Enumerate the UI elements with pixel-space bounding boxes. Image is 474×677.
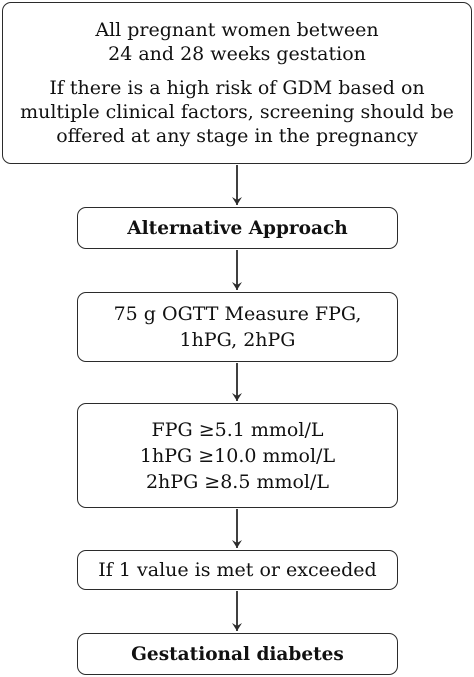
threshold-1hpg: 1hPG ≥10.0 mmol/L [139, 444, 336, 467]
diagnosis-label: Gestational diabetes [131, 643, 344, 665]
screening-population-box: All pregnant women between 24 and 28 wee… [2, 2, 472, 164]
ogtt-line-2: 1hPG, 2hPG [179, 329, 296, 351]
criteria-met-box: If 1 value is met or exceeded [77, 550, 398, 590]
ogtt-box: 75 g OGTT Measure FPG, 1hPG, 2hPG [77, 292, 398, 362]
population-line-1: All pregnant women between [95, 19, 379, 41]
high-risk-text: If there is a high risk of GDM based on … [20, 76, 454, 148]
ogtt-line-1: 75 g OGTT Measure FPG, [113, 303, 362, 325]
alternative-approach-label: Alternative Approach [127, 217, 348, 239]
high-risk-line-3: offered at any stage in the pregnancy [56, 125, 418, 147]
population-line-2: 24 and 28 weeks gestation [108, 43, 366, 65]
alternative-approach-box: Alternative Approach [77, 207, 398, 249]
thresholds-box: FPG ≥5.1 mmol/L 1hPG ≥10.0 mmol/L 2hPG ≥… [77, 403, 398, 508]
high-risk-line-2: multiple clinical factors, screening sho… [20, 101, 454, 123]
threshold-fpg: FPG ≥5.1 mmol/L [151, 418, 324, 441]
criteria-met-label: If 1 value is met or exceeded [98, 559, 377, 581]
high-risk-line-1: If there is a high risk of GDM based on [49, 77, 425, 99]
diagnosis-box: Gestational diabetes [77, 633, 398, 675]
threshold-2hpg: 2hPG ≥8.5 mmol/L [145, 470, 330, 493]
population-text: All pregnant women between 24 and 28 wee… [95, 18, 378, 66]
